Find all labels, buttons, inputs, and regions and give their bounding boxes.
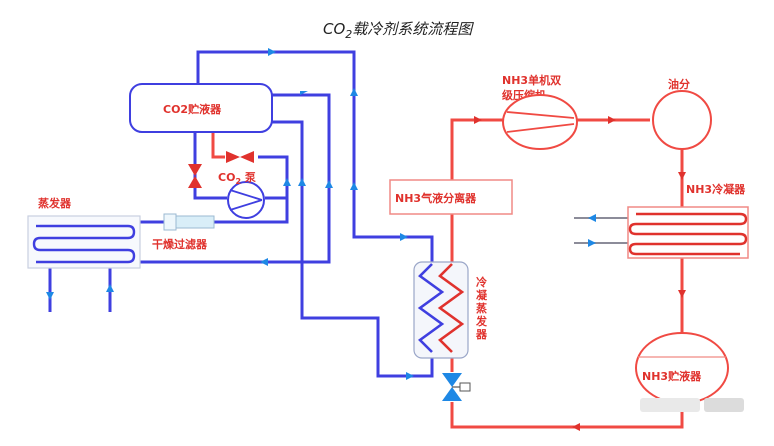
dryer-filter-label: 干燥过滤器 [152,237,208,251]
horizontal-valve [226,151,254,163]
co2-pump: CO2 泵 [218,171,265,219]
cond-evap-char-2: 凝 [476,288,488,302]
co2-receiver: CO2贮液器 [129,83,273,133]
evaporator: 蒸发器 [27,196,141,269]
condenser-water-lines [574,214,630,247]
oil-separator: 油分 [652,77,712,150]
evaporator-label: 蒸发器 [38,196,72,210]
co2-pump-label: CO2 泵 [218,171,256,186]
bypass-line [211,132,225,159]
cond-evap-char-5: 器 [475,328,488,341]
title-subscript: 2 [345,28,352,41]
expansion-valve [442,373,471,401]
oil-separator-label: 油分 [668,77,690,91]
nh3-separator: NH3气液分离器 [389,179,513,215]
nh3-condenser-label: NH3冷凝器 [686,182,746,196]
co2-pump-suffix: 泵 [241,171,256,184]
compressor-label-line1: NH3单机双 [502,73,561,87]
co2-receiver-label: CO2贮液器 [163,102,222,116]
cond-evap-char-4: 发 [475,314,488,328]
nh3-separator-label: NH3气液分离器 [395,191,477,205]
cond-evap-char-1: 冷 [476,275,487,289]
diagram-title: CO2载冷剂系统流程图 [323,20,474,41]
condensing-evaporator: 冷 凝 蒸 发 器 [413,261,488,359]
title-suffix: 载冷剂系统流程图 [352,20,474,38]
nh3-compressor: NH3单机双 级压缩机 [501,73,578,150]
nh3-pipework [450,118,684,429]
vertical-valve [188,164,202,188]
nh3-receiver: NH3贮液器 [635,332,729,404]
co2-pump-prefix: CO [218,171,235,184]
flow-arrows [46,48,686,431]
co2-pipework [48,50,434,378]
dryer-filter: 干燥过滤器 [152,213,215,251]
watermark-blur [640,398,744,412]
title-prefix: CO [323,20,345,38]
nh3-receiver-label: NH3贮液器 [642,369,702,383]
nh3-condenser: NH3冷凝器 [627,182,749,259]
co2-pump-sub: 2 [235,177,241,186]
cond-evap-char-3: 蒸 [476,301,487,315]
